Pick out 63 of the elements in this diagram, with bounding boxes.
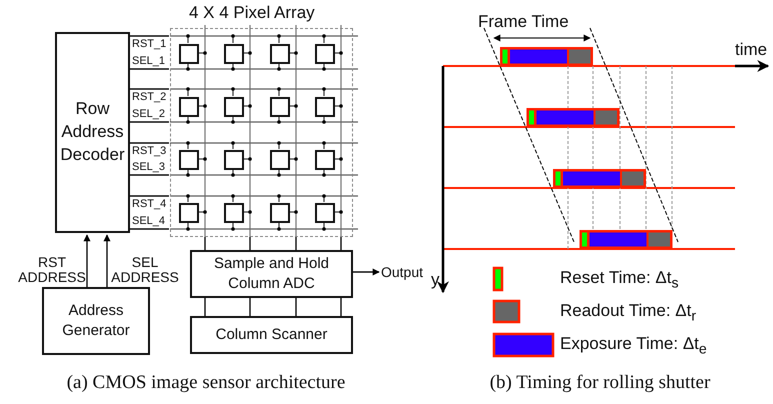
scanner-box <box>190 316 353 354</box>
pixel-box <box>179 203 199 223</box>
edge-label: RST_2 <box>132 91 166 103</box>
wire <box>130 68 169 70</box>
wire <box>130 142 169 144</box>
wire <box>295 298 297 316</box>
pixel-box <box>179 97 199 117</box>
pixel-box <box>224 97 244 117</box>
arrow <box>353 268 380 276</box>
wire <box>340 237 342 250</box>
legend-label: Readout Time: Δt$_{r}$ <box>560 300 696 324</box>
box-label: Column Scanner <box>216 324 328 345</box>
caption: (b) Timing for rolling shutter <box>490 372 710 394</box>
wire <box>249 298 251 316</box>
edge-label: SEL_2 <box>132 108 166 120</box>
legend-label: Exposure Time: Δt$_{e}$ <box>560 334 707 358</box>
pixel-box <box>224 44 244 64</box>
pixel-box <box>315 97 335 117</box>
pixel-box <box>270 44 290 64</box>
adc-box <box>190 250 353 298</box>
arrow <box>84 234 90 287</box>
edge-label: RST ADDRESS <box>17 255 87 285</box>
axis-label: y <box>431 270 440 290</box>
pixel-box <box>315 44 335 64</box>
edge-label: SEL_4 <box>132 215 166 227</box>
wire <box>204 237 206 250</box>
caption: (a) CMOS image sensor architecture <box>66 372 346 394</box>
generator-box <box>42 287 150 355</box>
pixel-box <box>224 150 244 170</box>
wire <box>204 298 206 316</box>
wire <box>130 174 169 176</box>
output-label: Output <box>380 263 424 281</box>
decoder-box <box>55 32 130 233</box>
edge-label: SEL_1 <box>132 55 166 67</box>
pixel-box <box>179 44 199 64</box>
wire <box>130 195 169 197</box>
pixel-box <box>224 203 244 223</box>
edge-label: RST_1 <box>132 38 166 50</box>
box-label: Address Generator <box>61 300 131 341</box>
pixel-box <box>179 150 199 170</box>
legend-label: Reset Time: Δt$_{s}$ <box>560 268 679 292</box>
edge-label: SEL ADDRESS <box>110 255 180 285</box>
pixel-box <box>315 150 335 170</box>
axis-label: time <box>735 40 768 60</box>
wire <box>295 237 297 250</box>
pixel-box <box>270 150 290 170</box>
dimension-label: Frame Time <box>478 12 569 32</box>
edge-label: RST_3 <box>132 145 166 157</box>
box-label: Sample and Hold Column ADC <box>212 254 330 294</box>
pixel-box <box>270 203 290 223</box>
arrow <box>104 234 110 287</box>
edge-label: SEL_3 <box>132 161 166 173</box>
wire <box>130 88 169 90</box>
wire <box>130 121 169 123</box>
box-label: Row Address Decoder <box>59 98 126 166</box>
edge-label: RST_4 <box>132 198 166 210</box>
pixel-box <box>270 97 290 117</box>
wire <box>130 228 169 230</box>
wire <box>340 298 342 316</box>
pixel-box <box>315 203 335 223</box>
array-title: 4 X 4 Pixel Array <box>189 3 315 23</box>
wire <box>130 35 169 37</box>
wire <box>249 237 251 250</box>
